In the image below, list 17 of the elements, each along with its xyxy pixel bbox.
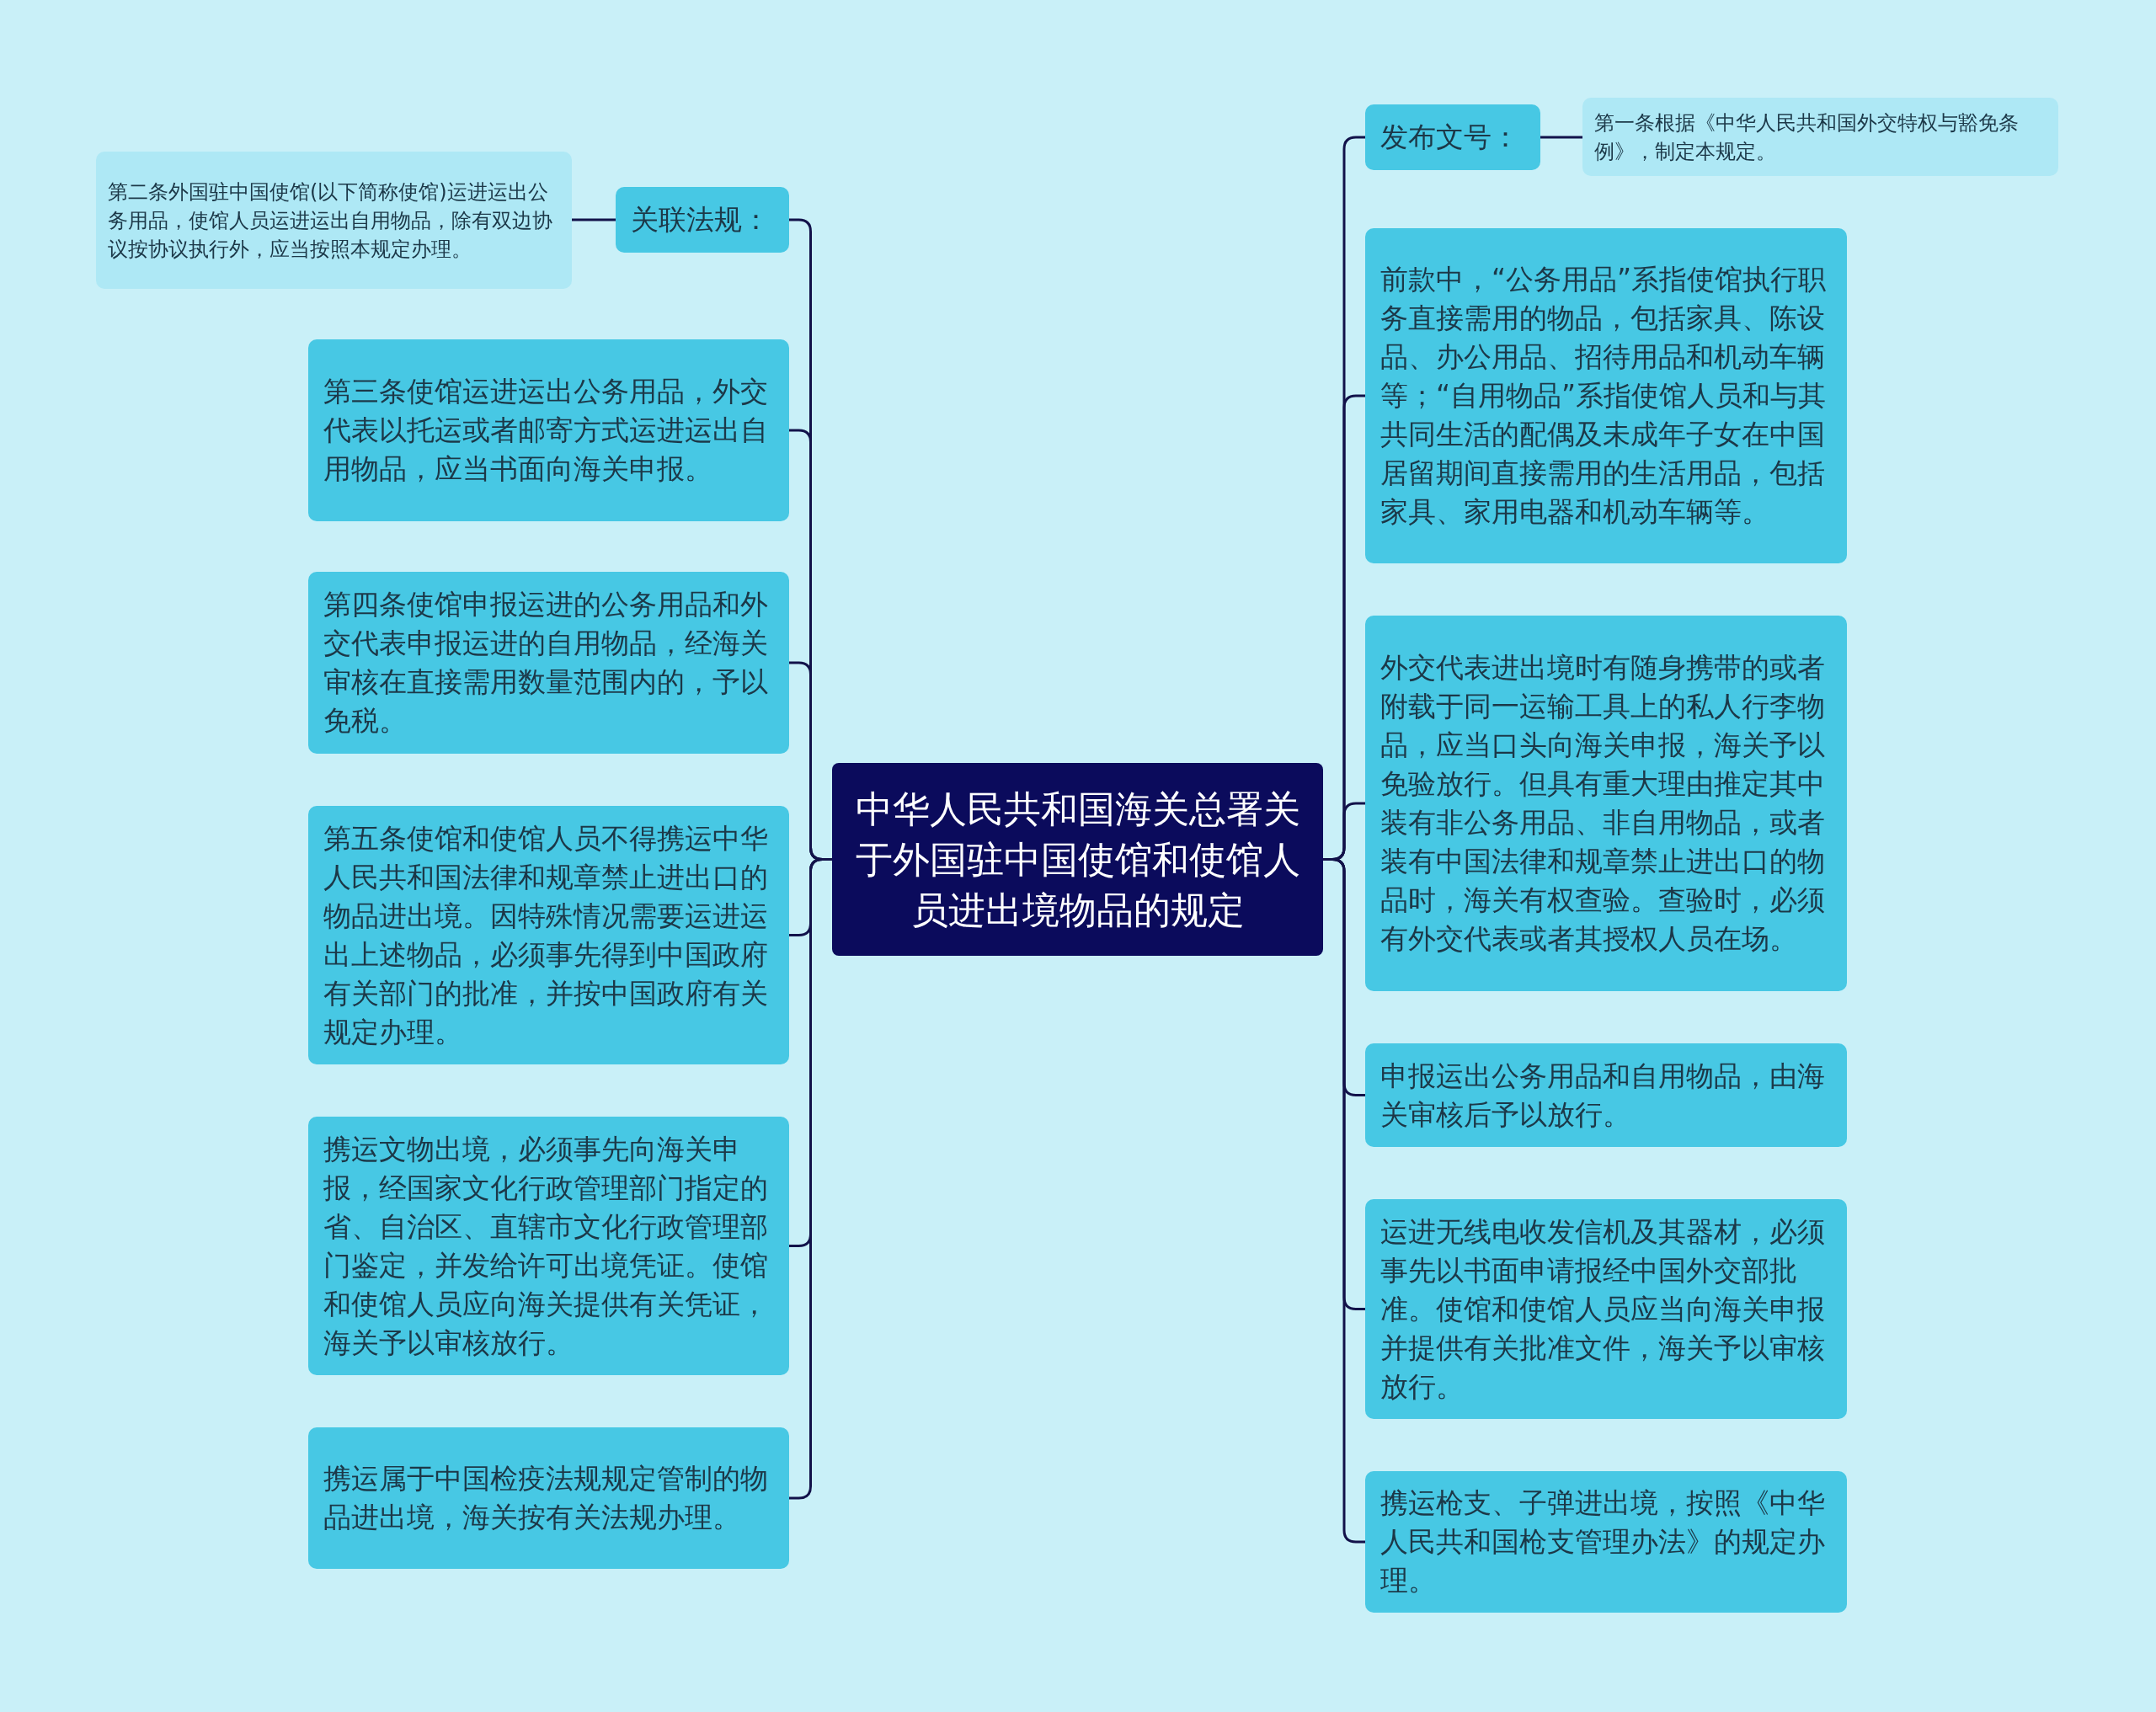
topic-box: 申报运出公务用品和自用物品，由海关审核后予以放行。: [1365, 1043, 1847, 1147]
topic-box: 发布文号：: [1365, 104, 1540, 170]
topic-box: 第五条使馆和使馆人员不得携运中华人民共和国法律和规章禁止进出口的物品进出境。因特殊情况需要运进运出上述物品，必须事先得到中国政府有关部门的批准，并按中国政府有关规定办理。: [308, 806, 789, 1064]
central-topic-box: 中华人民共和国海关总署关于外国驻中国使馆和使馆人员进出境物品的规定: [832, 763, 1323, 956]
topic-box: 运进无线电收发信机及其器材，必须事先以书面申请报经中国外交部批准。使馆和使馆人员应当向海关申报并提供有关批准文件，海关予以审核放行。: [1365, 1199, 1847, 1419]
topic-box: 第四条使馆申报运进的公务用品和外交代表申报运进的自用物品，经海关审核在直接需用数量范围内的，予以免税。: [308, 572, 789, 754]
connector-line: [572, 218, 616, 221]
subtopic-box: 第二条外国驻中国使馆(以下简称使馆)运进运出公务用品，使馆人员运进运出自用物品，除有双边协议按协议执行外，应当按照本规定办理。: [96, 152, 572, 289]
subtopic-box: 第一条根据《中华人民共和国外交特权与豁免条例》，制定本规定。: [1582, 98, 2058, 176]
topic-box: 携运属于中国检疫法规规定管制的物品进出境，海关按有关法规办理。: [308, 1427, 789, 1569]
topic-box: 外交代表进出境时有随身携带的或者附载于同一运输工具上的私人行李物品，应当口头向海关申报，海关予以免验放行。但具有重大理由推定其中装有非公务用品、非自用物品，或者装有中国法律和规章禁止进出口的物品时，海关有权查验。查验时，必须有外交代表或者其授权人员在场。: [1365, 616, 1847, 991]
connector-line: [1540, 136, 1582, 139]
topic-box: 前款中，“公务用品”系指使馆执行职务直接需用的物品，包括家具、陈设品、办公用品、招待用品和机动车辆等；“自用物品”系指使馆人员和与其共同生活的配偶及未成年子女在中国居留期间直接需用的生活用品，包括家具、家用电器和机动车辆等。: [1365, 228, 1847, 563]
topic-box: 第三条使馆运进运出公务用品，外交代表以托运或者邮寄方式运进运出自用物品，应当书面向海关申报。: [308, 339, 789, 521]
topic-box: 携运枪支、子弹进出境，按照《中华人民共和国枪支管理办法》的规定办理。: [1365, 1471, 1847, 1613]
topic-box: 携运文物出境，必须事先向海关申报，经国家文化行政管理部门指定的省、自治区、直辖市文化行政管理部门鉴定，并发给许可出境凭证。使馆和使馆人员应向海关提供有关凭证，海关予以审核放行。: [308, 1117, 789, 1375]
topic-box: 关联法规：: [616, 187, 789, 253]
